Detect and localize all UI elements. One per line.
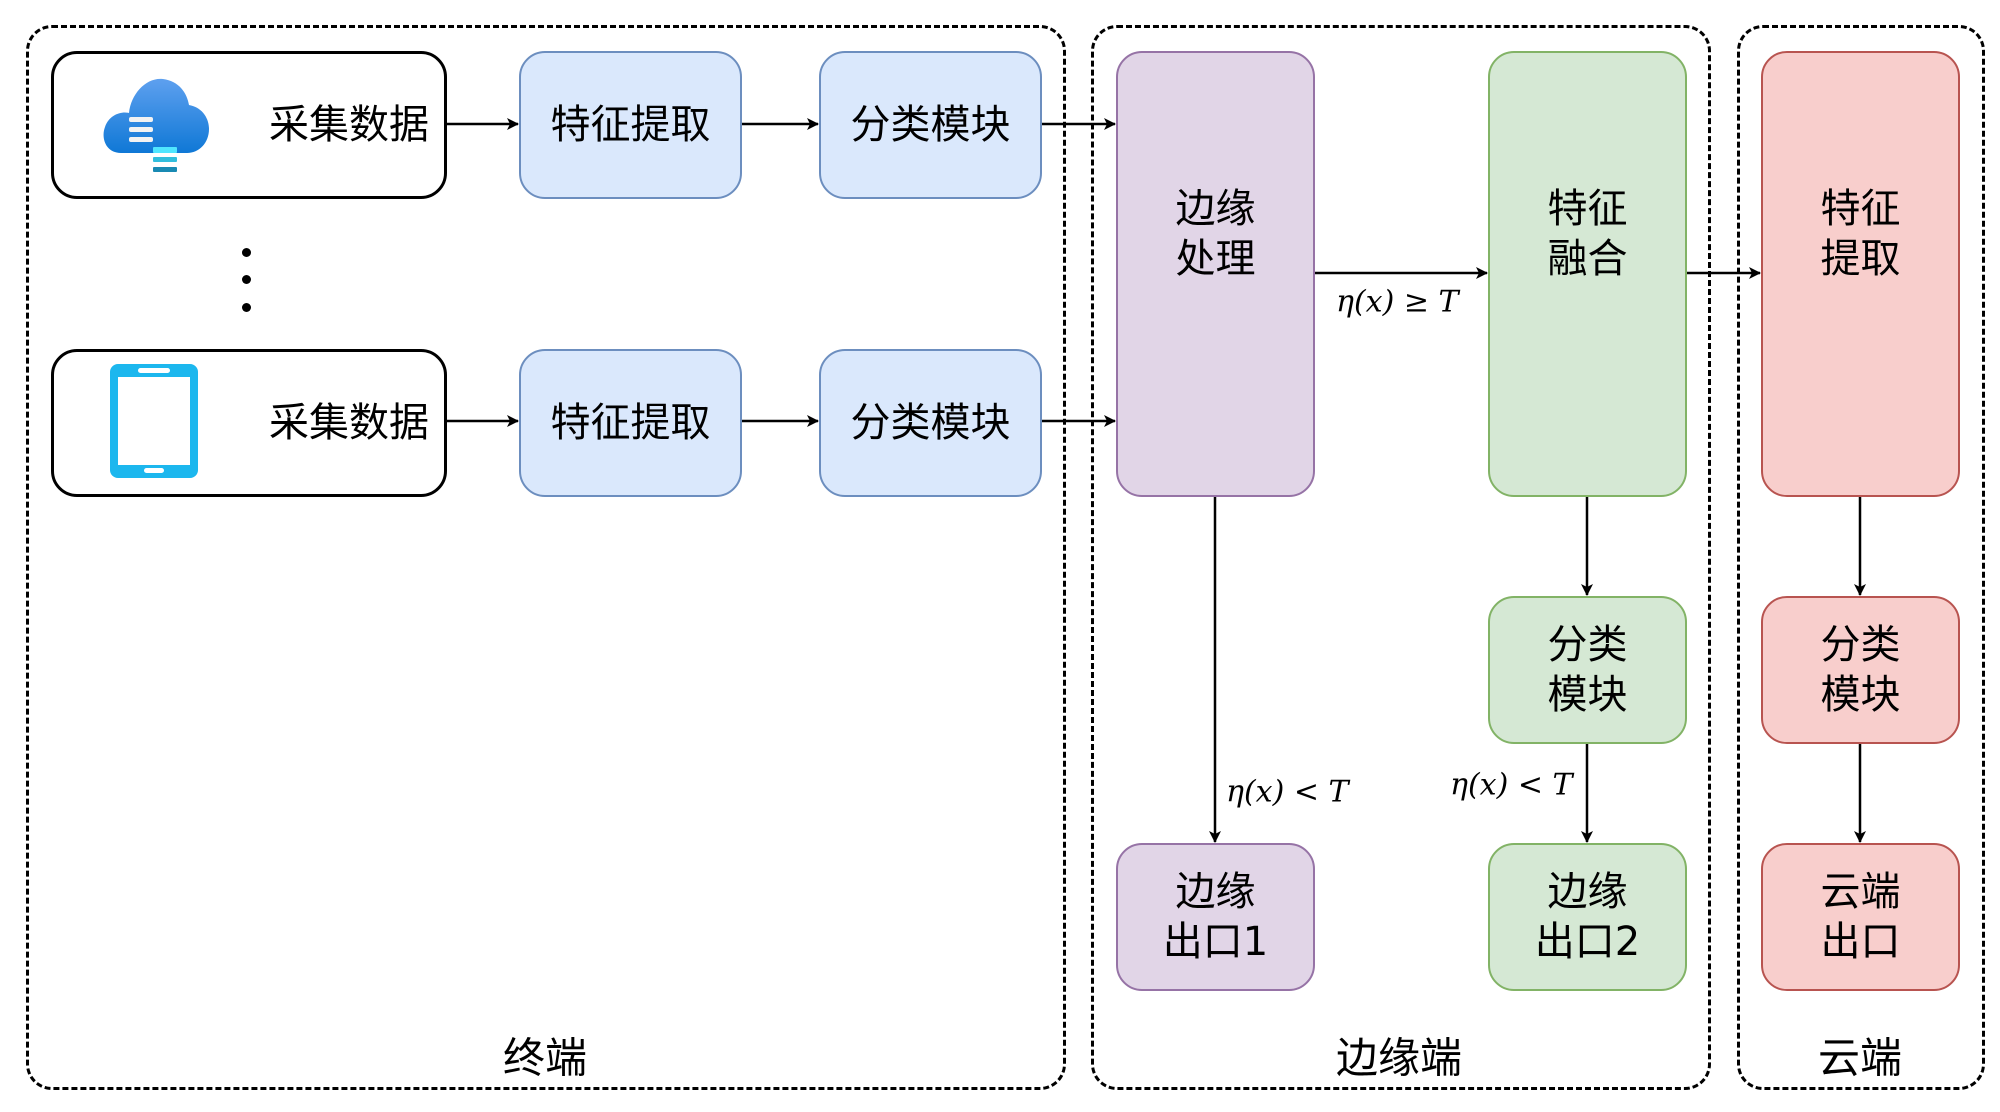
feature-fusion-label: 特征 融合 <box>1547 186 1628 282</box>
tablet-icon <box>110 364 198 478</box>
ellipsis-dot <box>242 248 251 257</box>
condition-forward-label: η(x) ≥ T <box>1336 284 1459 320</box>
classifier-box-2: 分类模块 <box>819 349 1042 497</box>
feature-fusion-box: 特征 融合 <box>1488 51 1687 497</box>
collect-data-box-2: 采集数据 <box>51 349 447 497</box>
edge-processing-box: 边缘 处理 <box>1116 51 1315 497</box>
cloud-exit-label: 云端 出口 <box>1820 869 1901 965</box>
edge-zone <box>1091 25 1711 1090</box>
ellipsis-dot <box>242 275 251 284</box>
classifier-label-2: 分类模块 <box>850 400 1011 446</box>
edge-exit-1-box: 边缘 出口1 <box>1116 843 1315 991</box>
cloud-feature-extraction-box: 特征 提取 <box>1761 51 1960 497</box>
edge-classifier-label: 分类 模块 <box>1547 622 1628 718</box>
classifier-box-1: 分类模块 <box>819 51 1042 199</box>
feature-extraction-label-2: 特征提取 <box>550 400 711 446</box>
collect-data-label-2: 采集数据 <box>269 400 429 446</box>
edge-exit-2-label: 边缘 出口2 <box>1534 869 1641 965</box>
cloud-classifier-box: 分类 模块 <box>1761 596 1960 744</box>
edge-exit-1-label: 边缘 出口1 <box>1162 869 1269 965</box>
cloud-data-icon <box>103 78 209 172</box>
feature-extraction-label-1: 特征提取 <box>550 102 711 148</box>
edge-zone-label: 边缘端 <box>1335 1033 1463 1083</box>
feature-extraction-box-1: 特征提取 <box>519 51 742 199</box>
terminal-zone-label: 终端 <box>502 1033 588 1083</box>
edge-classifier-box: 分类 模块 <box>1488 596 1687 744</box>
cloud-zone-label: 云端 <box>1817 1033 1903 1083</box>
ellipsis-dot <box>242 303 251 312</box>
condition-exit1-label: η(x) < T <box>1226 774 1349 810</box>
edge-processing-label: 边缘 处理 <box>1175 186 1256 282</box>
feature-extraction-box-2: 特征提取 <box>519 349 742 497</box>
collect-data-label-1: 采集数据 <box>269 102 429 148</box>
condition-exit2-label: η(x) < T <box>1450 767 1573 803</box>
classifier-label-1: 分类模块 <box>850 102 1011 148</box>
collect-data-box-1: 采集数据 <box>51 51 447 199</box>
edge-exit-2-box: 边缘 出口2 <box>1488 843 1687 991</box>
cloud-classifier-label: 分类 模块 <box>1820 622 1901 718</box>
cloud-zone <box>1737 25 1985 1090</box>
cloud-exit-box: 云端 出口 <box>1761 843 1960 991</box>
cloud-feature-extraction-label: 特征 提取 <box>1820 186 1901 282</box>
terminal-zone <box>26 25 1066 1090</box>
